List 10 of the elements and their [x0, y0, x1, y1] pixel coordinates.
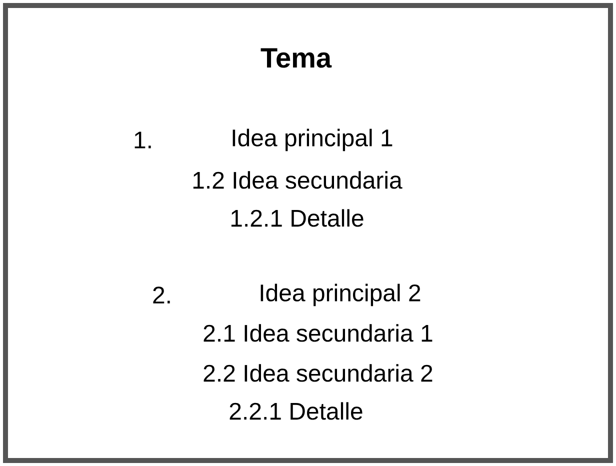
- outline-item: Idea principal 2: [260, 284, 420, 306]
- outline-item: 2.2.1 Detalle: [230, 402, 362, 420]
- outline-item: 1.2.1 Detalle: [231, 209, 364, 227]
- outline-item: 2.1 Idea secundaria 1: [204, 324, 432, 342]
- list-number: 2.: [153, 286, 170, 304]
- outline-item: 1.2 Idea secundaria: [193, 171, 402, 189]
- list-number: 1.: [134, 132, 151, 148]
- outline-item: 2.2 Idea secundaria 2: [204, 364, 432, 382]
- outline-item: Idea principal 1: [232, 128, 392, 152]
- title: Tema: [260, 48, 332, 68]
